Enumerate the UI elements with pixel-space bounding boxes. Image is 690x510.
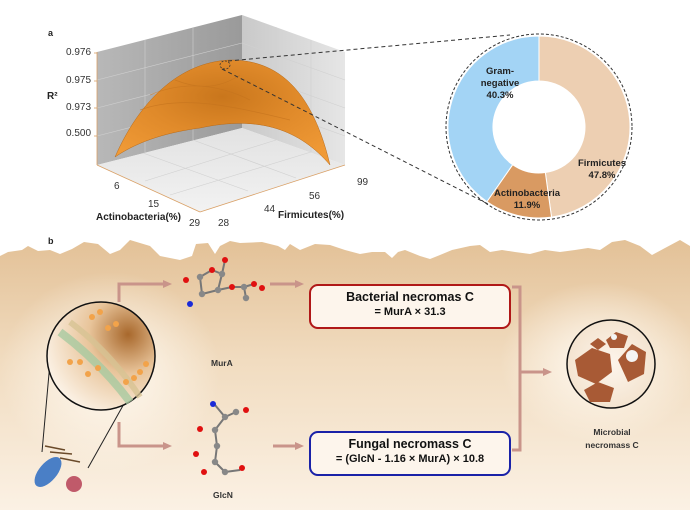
fungal-necromass-title: Fungal necromass C — [348, 437, 472, 451]
glcn-label: GlcN — [213, 490, 233, 500]
donut-slice-gram-negative — [447, 35, 540, 203]
microbial-necromass-label: Microbial necromass C — [575, 426, 649, 452]
cell-wall-magnifier — [41, 301, 156, 469]
composition-donut-chart — [445, 33, 633, 221]
donut-label-gram-negative: Gram-negative 40.3% — [470, 66, 530, 102]
x-tick: 29 — [189, 218, 201, 229]
donut-slice-firmicutes — [538, 35, 631, 218]
optimum-marker — [219, 60, 231, 70]
x-tick: 15 — [148, 199, 160, 210]
z-tick: 0.976 — [66, 47, 92, 58]
donut-label-name: Firmicutes — [577, 158, 627, 169]
microbial-necromass-label-line2: necromass C — [585, 440, 639, 450]
surface-plot-3d — [94, 15, 346, 213]
y-tick: 99 — [357, 177, 369, 188]
y-tick: 28 — [218, 218, 230, 229]
microbial-necromass-label-line1: Microbial — [593, 427, 631, 437]
donut-label-name: Actinobacteria — [494, 188, 560, 199]
hyphae-fragments-icon — [44, 445, 81, 463]
y-tick: 56 — [309, 191, 321, 202]
donut-label-name: Gram-negative — [480, 66, 520, 89]
bacterial-necromass-title: Bacterial necromas C — [346, 290, 474, 304]
donut-label-firmicutes: Firmicutes 47.8% — [572, 158, 632, 182]
donut-label-value: 11.9% — [513, 200, 541, 211]
donut-label-value: 47.8% — [588, 170, 616, 181]
glcn-molecule-icon — [193, 401, 249, 476]
connector-fungal — [512, 372, 522, 452]
bacterial-necromass-formula: = MurA × 31.3 — [374, 306, 446, 318]
x-tick: 6 — [114, 181, 120, 192]
z-axis-title: R² — [47, 91, 58, 102]
x-axis-title: Actinobacteria(%) — [96, 212, 182, 223]
z-tick: 0.500 — [66, 128, 92, 139]
fungal-spore-icon — [66, 476, 82, 492]
panel-b-label: b — [48, 236, 54, 246]
soil-background — [0, 240, 690, 510]
z-tick: 0.973 — [66, 102, 92, 113]
fungal-necromass-formula: = (GlcN - 1.16 × MurA) × 10.8 — [335, 453, 485, 465]
arrow-to-mura — [117, 282, 165, 302]
donut-label-value: 40.3% — [486, 90, 514, 101]
connector-bacterial — [512, 285, 522, 372]
microbial-necromass-icon — [566, 319, 656, 409]
fungal-necromass-box: Fungal necromass C = (GlcN - 1.16 × MurA… — [309, 431, 511, 476]
mura-label: MurA — [211, 358, 233, 368]
y-axis-title: Firmicutes(%) — [278, 210, 345, 221]
bacterium-icon — [34, 457, 62, 487]
donut-label-actinobacteria: Actinobacteria 11.9% — [492, 188, 562, 212]
panel-a-label: a — [48, 28, 54, 38]
y-tick: 44 — [264, 204, 276, 215]
mura-molecule-icon — [183, 257, 265, 307]
donut-dashed-outline — [445, 33, 633, 221]
arrow-to-glcn — [117, 422, 165, 448]
bacterial-necromass-box: Bacterial necromas C = MurA × 31.3 — [309, 284, 511, 329]
z-tick: 0.975 — [66, 75, 92, 86]
